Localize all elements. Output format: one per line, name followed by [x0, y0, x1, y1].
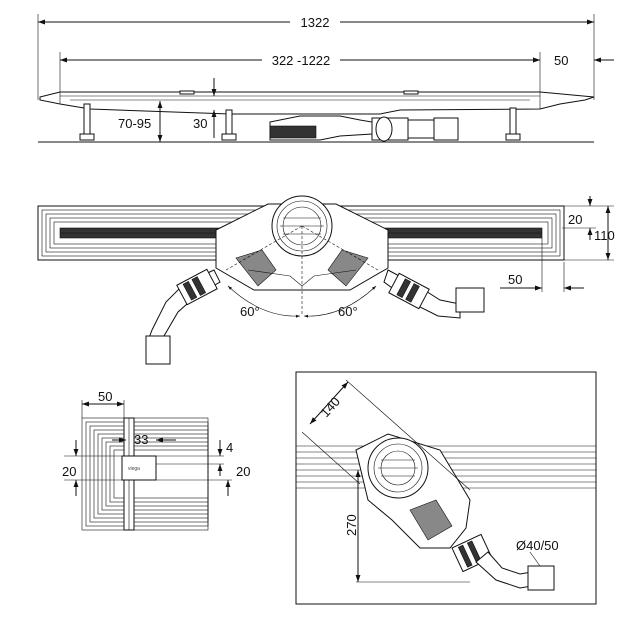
dim-range-length: 322 -1222 — [60, 53, 540, 68]
angle-right-label: 60° — [338, 304, 358, 319]
angle-markings: 60° 60° — [225, 225, 379, 319]
dim-top-20: 20 — [568, 196, 593, 240]
top-end-offset-label: 50 — [508, 272, 522, 287]
corner-detail: viega 50 33 4 20 20 — [62, 389, 250, 531]
end-offset-label: 50 — [554, 53, 568, 68]
dim-height-range: 70-95 — [118, 101, 163, 142]
dim-top-50: 50 — [500, 272, 584, 291]
dim-corner-50: 50 — [82, 389, 124, 407]
corner-50-label: 50 — [98, 389, 112, 404]
depth-label: 30 — [193, 116, 207, 131]
dim-depth: 30 — [193, 78, 217, 138]
corner-4-label: 4 — [226, 440, 233, 455]
dim-total-length: 1322 — [38, 15, 594, 30]
dim-270-label: 270 — [344, 514, 359, 536]
left-pipe — [145, 268, 221, 365]
side-view: 1322 322 -1222 50 — [37, 14, 614, 143]
corner-20-left-label: 20 — [62, 464, 76, 479]
right-pipe — [383, 269, 485, 319]
range-length-label: 322 -1222 — [272, 53, 331, 68]
detail-outlet — [355, 433, 555, 591]
width-small-label: 20 — [568, 212, 582, 227]
side-outlet — [269, 115, 459, 142]
dim-140-label: 140 — [317, 394, 343, 420]
diameter-label: Ø40/50 — [516, 538, 559, 553]
dim-270: 270 — [344, 470, 470, 583]
corner-20-right-label: 20 — [236, 464, 250, 479]
dim-corner-20-left: 20 — [62, 440, 79, 496]
top-view: 60° 60° 20 110 50 — [37, 195, 615, 365]
dim-end-offset: 50 — [520, 53, 614, 68]
dim-top-110: 110 — [594, 206, 615, 260]
outlet-detail: 140 270 Ø40/50 — [295, 371, 597, 605]
dim-corner-20-right: 20 — [225, 464, 250, 496]
brand-logo: viega — [128, 466, 140, 472]
dim-corner-4: 4 — [217, 440, 233, 476]
dim-corner-33: 33 — [112, 432, 176, 447]
corner-33-label: 33 — [134, 432, 148, 447]
angle-left-label: 60° — [240, 304, 260, 319]
total-length-label: 1322 — [301, 15, 330, 30]
support-legs — [79, 103, 521, 141]
height-range-label: 70-95 — [118, 116, 151, 131]
width-total-label: 110 — [594, 228, 615, 243]
